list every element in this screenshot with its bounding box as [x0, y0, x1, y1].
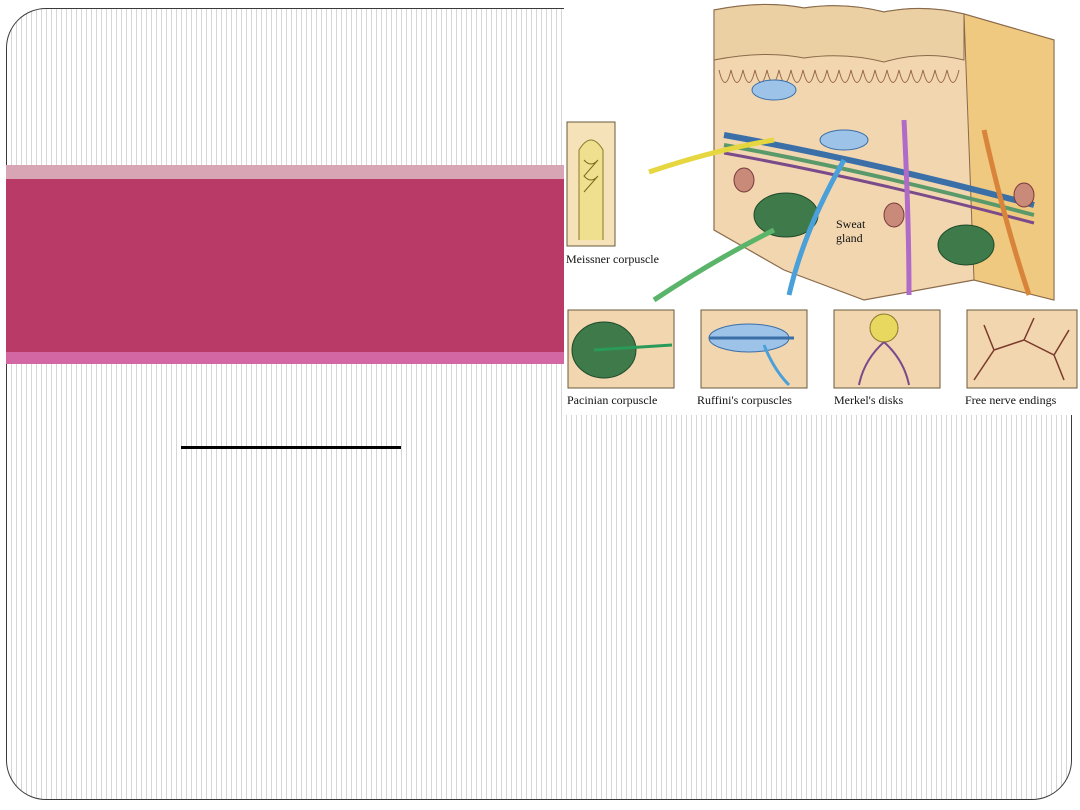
merkel-inset — [833, 309, 941, 389]
skin-receptors-figure: Meissner corpuscle Sweat gland Pacinian … — [564, 0, 1080, 415]
meissner-inset — [566, 121, 616, 247]
pacinian-inset — [567, 309, 675, 389]
skin-block — [713, 3, 1055, 301]
ruffini-label: Ruffini's corpuscles — [697, 393, 792, 407]
free-nerve-inset — [966, 309, 1078, 389]
merkel-label: Merkel's disks — [834, 393, 903, 407]
skin-receptors-svg: Meissner corpuscle Sweat gland Pacinian … — [566, 3, 1078, 407]
ruffini-inset — [700, 309, 808, 389]
title-band — [6, 179, 564, 352]
meissner-label: Meissner corpuscle — [566, 252, 659, 266]
pacinian-label: Pacinian corpuscle — [567, 393, 657, 407]
underline-rule — [181, 446, 401, 449]
sweat-gland-label-line1: Sweat — [836, 217, 866, 231]
sweat-gland-label-line2: gland — [836, 231, 863, 245]
title-band-top-stripe — [6, 165, 564, 179]
free-nerve-label: Free nerve endings — [965, 393, 1057, 407]
connector-arrows — [648, 119, 1032, 303]
title-band-bottom-stripe — [6, 352, 564, 364]
